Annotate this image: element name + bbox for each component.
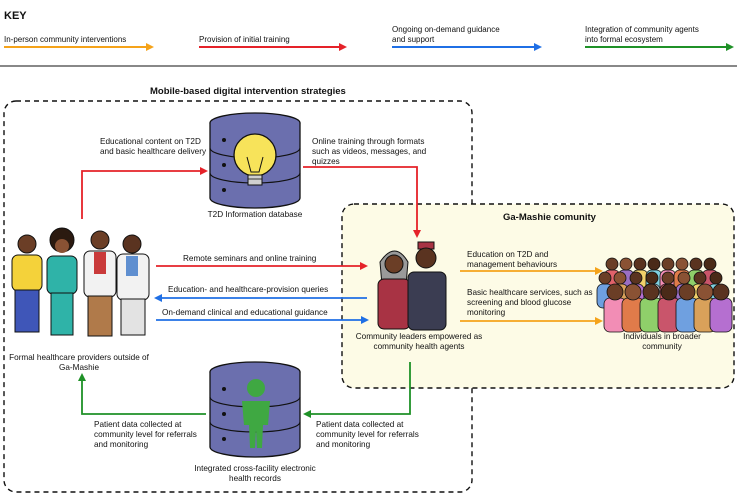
crowd-person-head <box>606 283 624 301</box>
crowd-person-head <box>633 257 647 271</box>
label-educational-content: Educational content on T2D and basic hea… <box>100 137 207 156</box>
crowd-person-head <box>703 257 717 271</box>
crowd-person-body <box>709 297 733 333</box>
crowd-person-head <box>696 283 714 301</box>
community-leaders-illustration <box>377 241 447 331</box>
crowd-person-head <box>661 271 675 285</box>
mobile-box-title: Mobile-based digital intervention strate… <box>150 86 346 97</box>
broader-community-illustration <box>596 257 733 333</box>
crowd-person-head <box>689 257 703 271</box>
arrow-patient-data-left <box>78 373 206 415</box>
label-remote-seminars: Remote seminars and online training <box>183 254 317 263</box>
leaders-label: Community leaders empowered as community… <box>355 332 483 351</box>
orange-arrows <box>460 267 603 325</box>
key-title: KEY <box>4 10 27 22</box>
arrow-patient-data-right <box>303 362 411 418</box>
crowd-person-head <box>605 257 619 271</box>
label-online-training: Online training through formats such as … <box>312 137 427 166</box>
label-patient-data-left: Patient data collected at community leve… <box>94 420 197 449</box>
crowd-person-head <box>660 283 678 301</box>
label-education-t2d: Education on T2D and management behaviou… <box>467 250 558 269</box>
providers-label: Formal healthcare providers outside of G… <box>9 353 149 372</box>
red-arrows <box>81 166 421 270</box>
label-queries: Education- and healthcare-provision quer… <box>168 285 329 294</box>
individuals-label: Individuals in broader community <box>623 332 701 351</box>
community-box-title: Ga-Mashie comunity <box>503 212 596 223</box>
crowd-person-head <box>677 271 691 285</box>
ehr-label: Integrated cross-facility electronic hea… <box>194 464 316 483</box>
key-label-red: Provision of initial training <box>199 35 290 44</box>
crowd-person-head <box>661 257 675 271</box>
arrow-online-training <box>303 166 421 238</box>
healthcare-providers-illustration <box>11 227 150 337</box>
t2d-database-icon <box>209 112 301 209</box>
crowd-person-head <box>712 283 730 301</box>
key-label-green: Integration of community agents into for… <box>585 25 699 44</box>
key-label-blue: Ongoing on-demand guidance and support <box>392 25 500 44</box>
crowd-person-head <box>613 271 627 285</box>
crowd-person-head <box>693 271 707 285</box>
green-arrows <box>78 362 411 418</box>
arrow-educational-content <box>81 167 208 219</box>
blue-arrows <box>154 294 369 324</box>
key-label-orange: In-person community interventions <box>4 35 127 44</box>
crowd-person-head <box>642 283 660 301</box>
crowd-person-head <box>598 271 612 285</box>
crowd-person-head <box>629 271 643 285</box>
crowd-person-head <box>619 257 633 271</box>
crowd-person-head <box>709 271 723 285</box>
database-label: T2D Information database <box>207 210 303 219</box>
label-basic-services: Basic healthcare services, such as scree… <box>467 288 593 317</box>
mobile-strategies-box <box>3 100 473 493</box>
crowd-person-head <box>645 271 659 285</box>
crowd-person-head <box>678 283 696 301</box>
crowd-person-head <box>624 283 642 301</box>
crowd-person-head <box>675 257 689 271</box>
crowd-person-head <box>647 257 661 271</box>
label-patient-data-right: Patient data collected at community leve… <box>316 420 419 449</box>
label-guidance: On-demand clinical and educational guida… <box>162 308 328 317</box>
community-box <box>341 203 735 389</box>
ehr-database-icon <box>209 361 301 458</box>
